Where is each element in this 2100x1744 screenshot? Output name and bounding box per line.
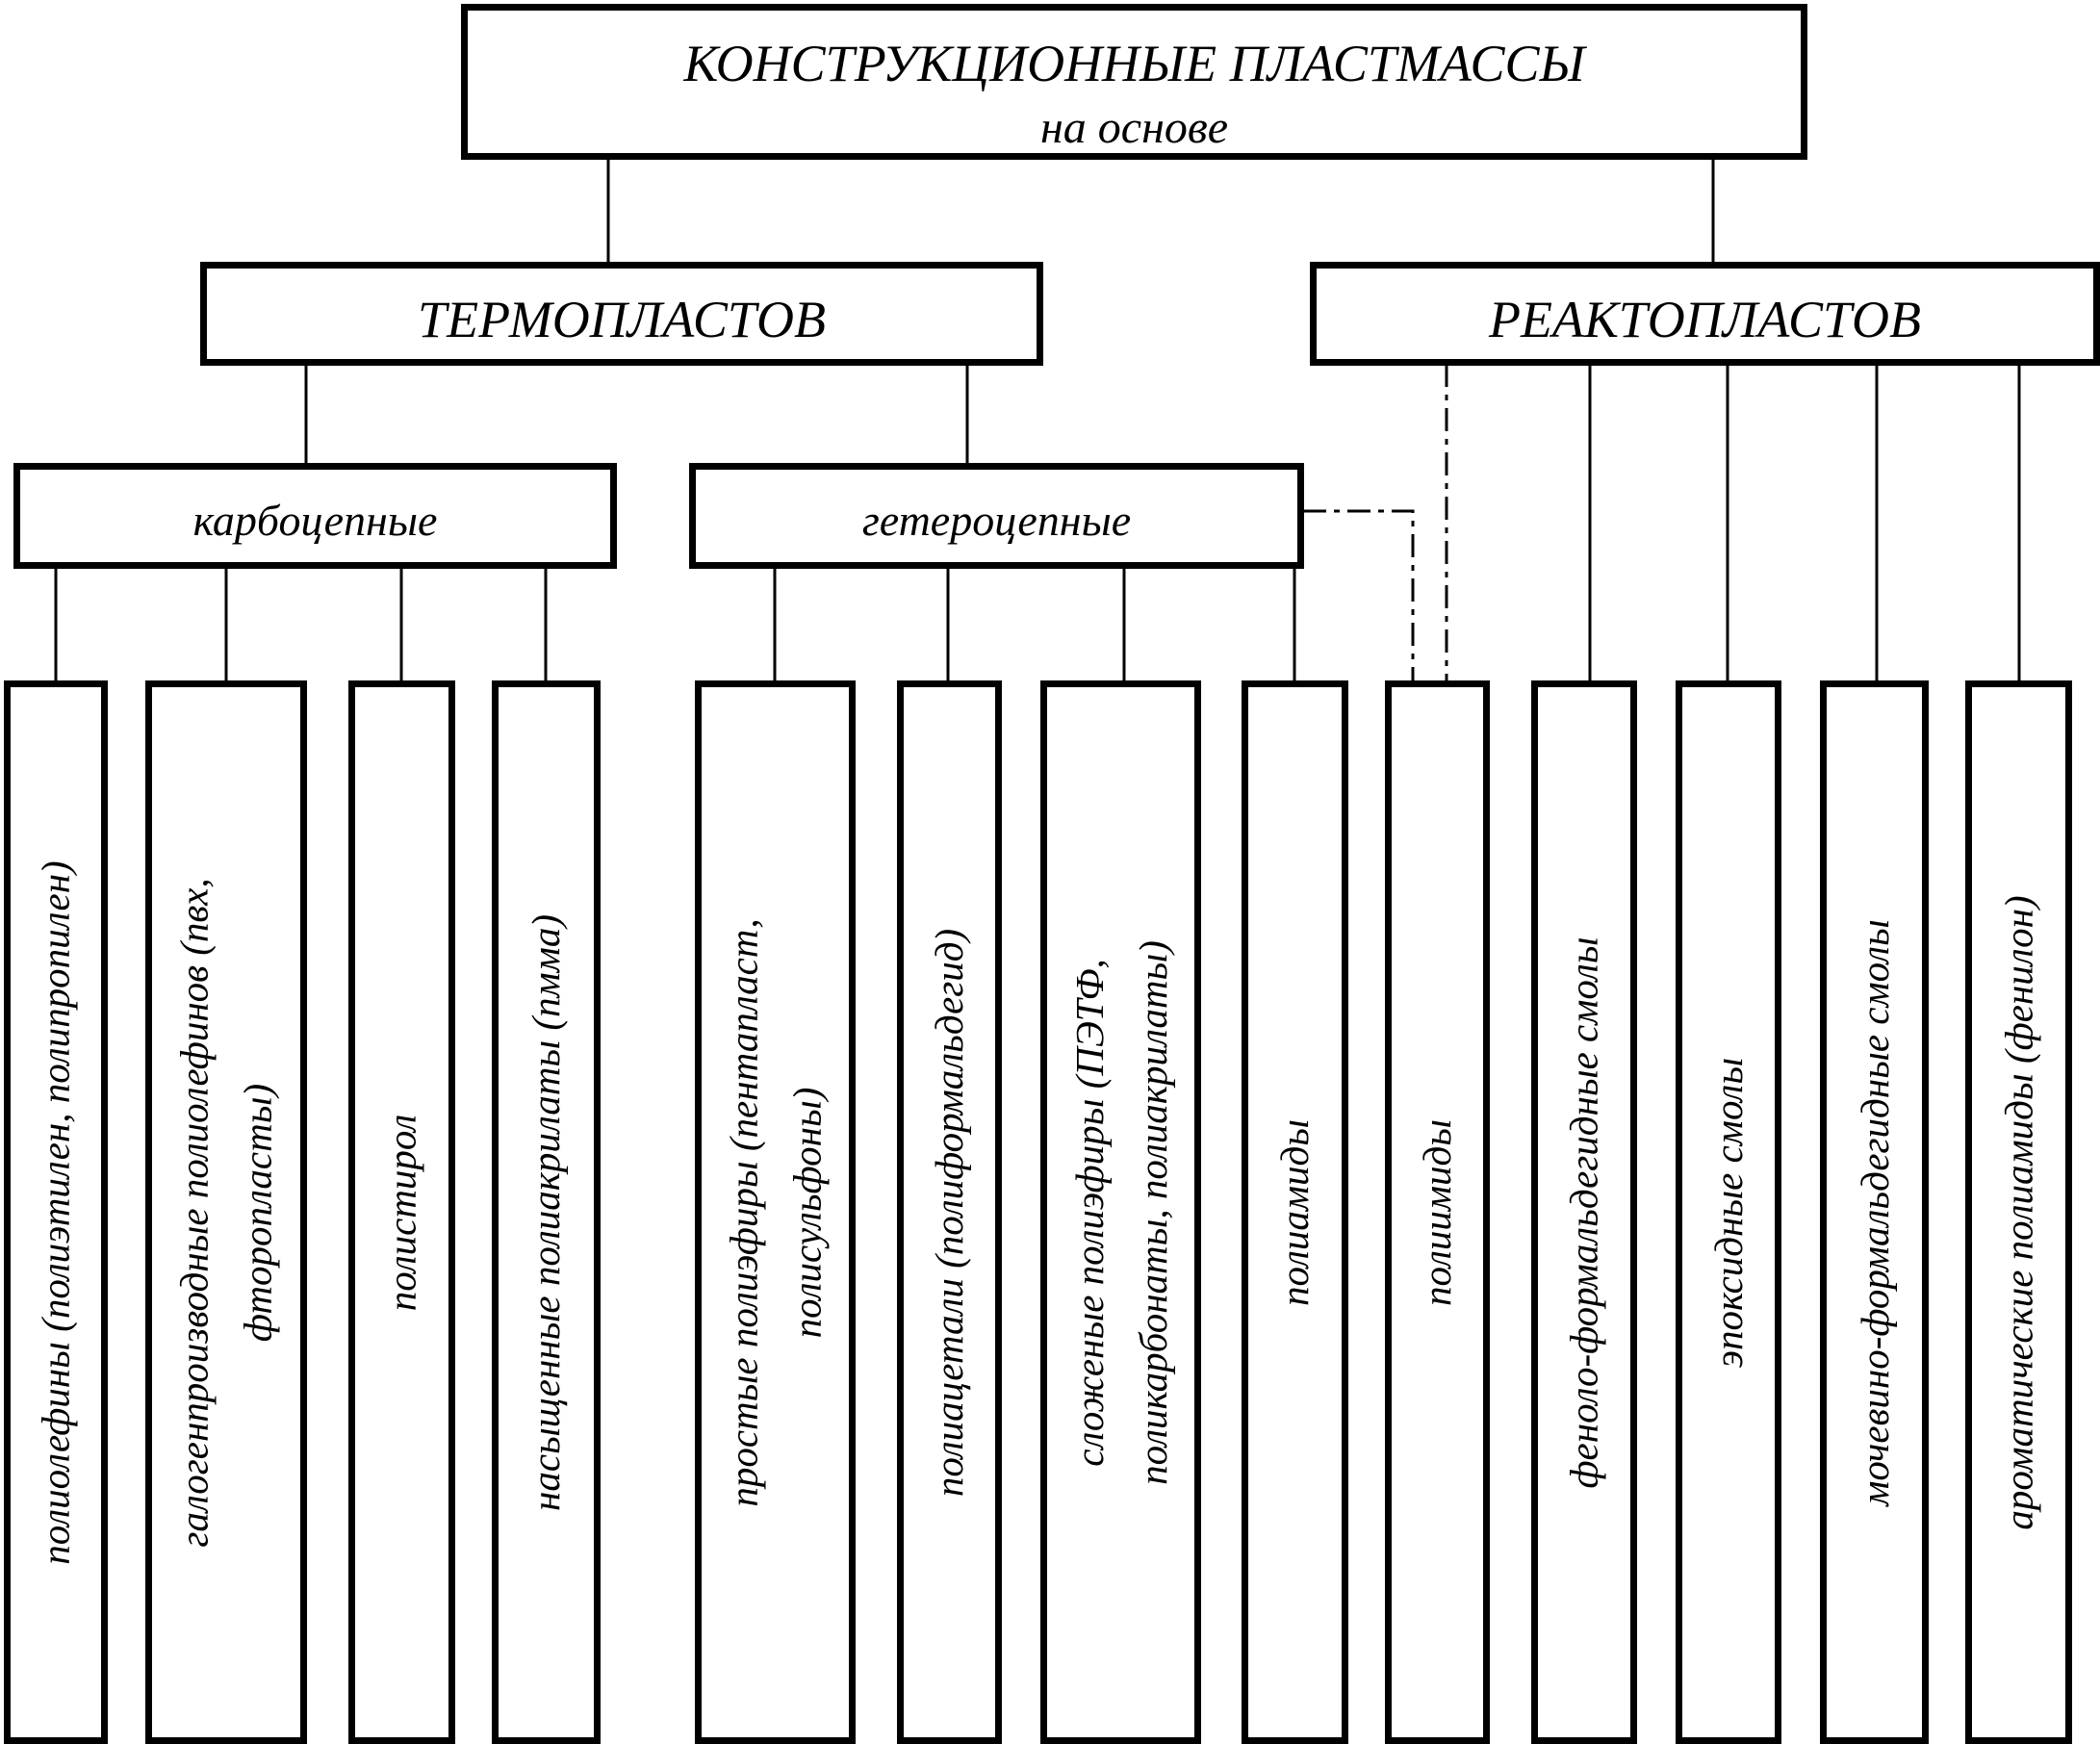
- leaf-polystyrene-line-1: полистирол: [379, 1114, 424, 1311]
- leaf-simple-polyethers: простые полиэфиры (пентапласт, полисульф…: [695, 680, 856, 1744]
- carbochain-box: карбоцепные: [13, 463, 617, 569]
- leaf-saturated-polyacrylates-line-1: насыщенные полиакрилаты (пмма): [524, 913, 569, 1511]
- leaf-polyamides: полиамиды: [1242, 680, 1348, 1744]
- leaf-polyolefins-line-1: полиолефины (полиэтилен, полипропилен): [34, 859, 79, 1565]
- leaf-halogenated-polyolefins-text: галогенпроизводные полиолефинов (пвх, фт…: [163, 878, 290, 1547]
- leaf-urea-formaldehyde-resins: мочевино-формальдегидные смолы: [1820, 680, 1929, 1744]
- leaf-phenol-formaldehyde-resins: феноло-формальдегидные смолы: [1531, 680, 1637, 1744]
- leaf-simple-polyethers-text: простые полиэфиры (пентапласт, полисульф…: [712, 918, 839, 1506]
- leaf-halogenated-polyolefins-line-1: галогенпроизводные полиолефинов (пвх,: [172, 877, 217, 1548]
- thermoplastics-box: ТЕРМОПЛАСТОВ: [200, 262, 1043, 366]
- leaf-saturated-polyacrylates-text: насыщенные полиакрилаты (пмма): [515, 913, 578, 1510]
- root-box: КОНСТРУКЦИОННЫЕ ПЛАСТМАССЫ на основе: [461, 4, 1807, 160]
- leaf-polyimides-line-1: полиимиды: [1415, 1118, 1460, 1306]
- leaf-polyimides: полиимиды: [1385, 680, 1490, 1744]
- thermoplastics-label: ТЕРМОПЛАСТОВ: [418, 291, 826, 348]
- leaf-polyacetals-text: полиацетали (полиформальдегид): [918, 928, 982, 1496]
- leaf-polystyrene: полистирол: [348, 680, 455, 1744]
- leaf-epoxy-resins: эпоксидные смолы: [1676, 680, 1781, 1744]
- root-title: КОНСТРУКЦИОННЫЕ ПЛАСТМАССЫ: [683, 35, 1585, 92]
- connector-heterochain-polyimides-dashed: [1303, 509, 1415, 683]
- leaf-epoxy-resins-line-1: эпоксидные смолы: [1706, 1057, 1751, 1368]
- leaf-polyolefins-text: полиолефины (полиэтилен, полипропилен): [24, 860, 88, 1564]
- leaf-phenol-formaldehyde-resins-text: феноло-формальдегидные смолы: [1552, 936, 1616, 1488]
- leaf-phenol-formaldehyde-resins-line-1: феноло-формальдегидные смолы: [1562, 936, 1607, 1489]
- leaf-aromatic-polyamides-text: ароматические полиамиды (фенилон): [1987, 895, 2051, 1529]
- leaf-polyolefins: полиолефины (полиэтилен, полипропилен): [4, 680, 108, 1744]
- leaf-saturated-polyacrylates: насыщенные полиакрилаты (пмма): [492, 680, 601, 1744]
- carbochain-label: карбоцепные: [192, 496, 438, 545]
- heterochain-box: гетероцепные: [689, 463, 1304, 569]
- leaf-epoxy-resins-text: эпоксидные смолы: [1697, 1057, 1760, 1367]
- leaf-simple-polyethers-line-2: полисульфоны): [784, 1087, 830, 1338]
- leaf-complex-polyesters: сложеные полиэфиры (ПЭТФ, поликарбонаты,…: [1040, 680, 1201, 1744]
- leaf-complex-polyesters-line-1: сложеные полиэфиры (ПЭТФ,: [1066, 958, 1112, 1467]
- leaf-urea-formaldehyde-resins-line-1: мочевино-формальдегидные смолы: [1852, 918, 1897, 1506]
- thermosets-box: РЕАКТОПЛАСТОВ: [1310, 262, 2100, 366]
- root-subtitle: на основе: [1039, 102, 1229, 153]
- leaf-urea-formaldehyde-resins-text: мочевино-формальдегидные смолы: [1843, 919, 1907, 1506]
- leaf-polyacetals-line-1: полиацетали (полиформальдегид): [927, 928, 972, 1497]
- leaf-polyamides-text: полиамиды: [1264, 1118, 1327, 1305]
- leaf-halogenated-polyolefins: галогенпроизводные полиолефинов (пвх, фт…: [145, 680, 307, 1744]
- leaf-polystyrene-text: полистирол: [371, 1114, 434, 1311]
- leaf-aromatic-polyamides: ароматические полиамиды (фенилон): [1965, 680, 2072, 1744]
- leaf-polyimides-text: полиимиды: [1406, 1118, 1470, 1305]
- leaf-simple-polyethers-line-1: простые полиэфиры (пентапласт,: [721, 917, 766, 1507]
- thermosets-label: РЕАКТОПЛАСТОВ: [1488, 291, 1922, 348]
- leaf-polyamides-line-1: полиамиды: [1272, 1118, 1318, 1306]
- leaf-complex-polyesters-line-2: поликарбонаты, полиакрилаты): [1130, 939, 1175, 1485]
- leaf-aromatic-polyamides-line-1: ароматические полиамиды (фенилон): [1996, 894, 2041, 1530]
- heterochain-label: гетероцепные: [861, 496, 1132, 545]
- leaf-polyacetals: полиацетали (полиформальдегид): [897, 680, 1002, 1744]
- leaf-complex-polyesters-text: сложеные полиэфиры (ПЭТФ, поликарбонаты,…: [1058, 940, 1185, 1485]
- leaf-halogenated-polyolefins-line-2: фторопласты): [236, 1083, 280, 1342]
